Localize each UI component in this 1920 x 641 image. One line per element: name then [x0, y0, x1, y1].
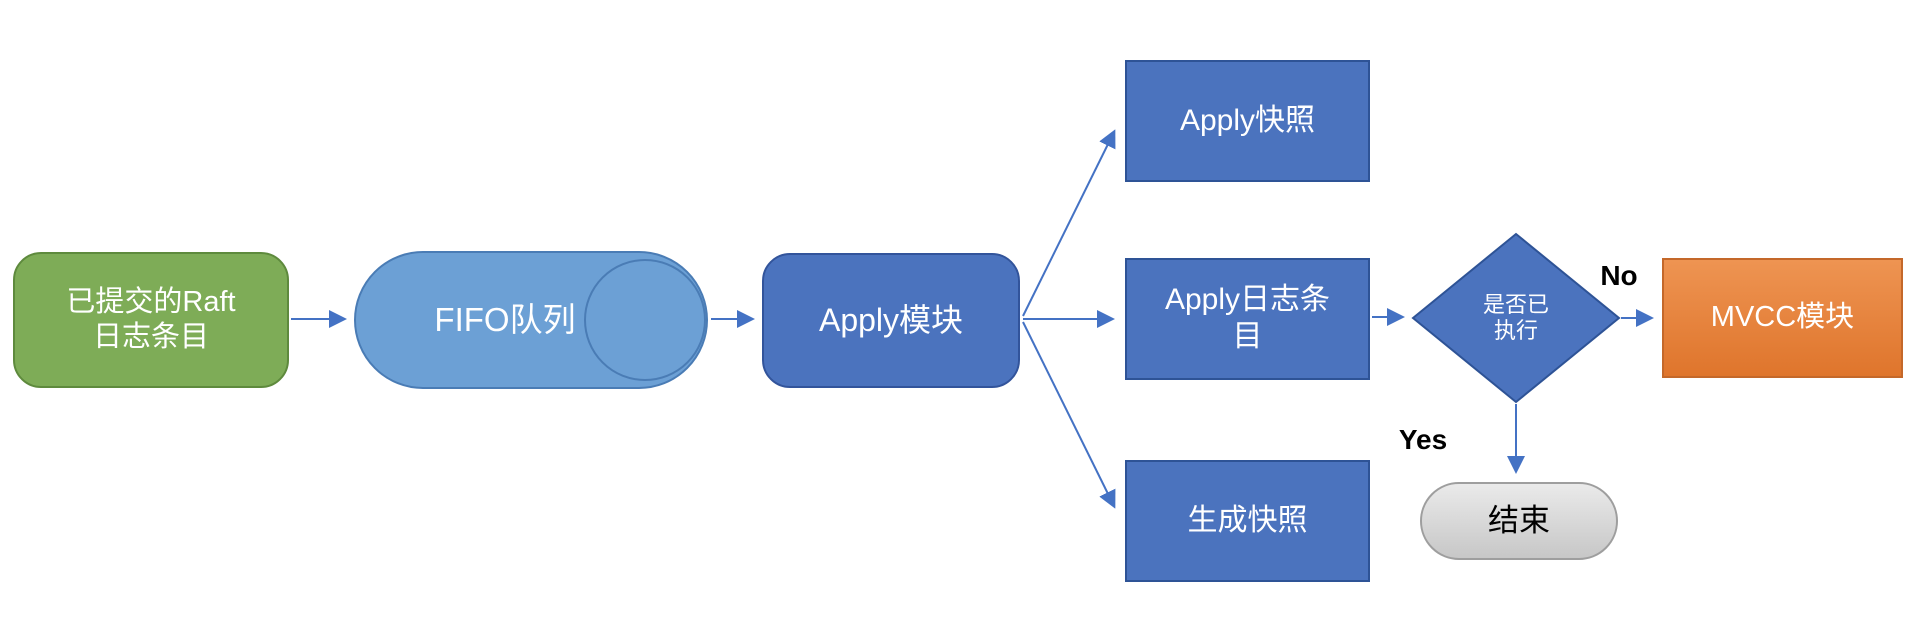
node-end: 结束: [1420, 482, 1618, 560]
node-apply-log-entries: Apply日志条 目: [1125, 258, 1370, 380]
decision-diamond-shape: [1411, 232, 1621, 404]
node-generate-snapshot: 生成快照: [1125, 460, 1370, 582]
node-apply-module-label: Apply模块: [818, 301, 964, 338]
node-committed-raft-label-line1: 已提交的Raft: [66, 285, 236, 318]
node-fifo-queue-label: FIFO队列: [434, 300, 576, 338]
node-apply-snapshot-label: Apply快照: [1179, 103, 1316, 137]
node-decision-label-line2: 执行: [1493, 318, 1538, 343]
edge-label-yes: Yes: [1398, 424, 1448, 455]
node-apply-log-entries-label-line2: 目: [1232, 320, 1263, 353]
node-committed-raft-log-entries: 已提交的Raft 日志条目: [13, 252, 289, 388]
node-mvcc-module: MVCC模块: [1662, 258, 1903, 378]
edge-label-no: No: [1600, 260, 1638, 291]
node-fifo-queue: FIFO队列: [355, 252, 655, 388]
node-apply-log-entries-label-line1: Apply日志条: [1164, 283, 1331, 317]
node-decision-label-line1: 是否已: [1482, 291, 1549, 317]
node-decision-executed: 是否已 执行: [1426, 234, 1606, 402]
node-mvcc-module-label: MVCC模块: [1710, 301, 1855, 334]
arrow-apply-to-apply-snapshot: [1022, 129, 1116, 317]
node-apply-snapshot: Apply快照: [1125, 60, 1370, 182]
node-end-label: 结束: [1488, 503, 1550, 539]
arrow-apply-to-generate-snapshot: [1022, 321, 1116, 509]
node-apply-module: Apply模块: [762, 253, 1020, 388]
node-generate-snapshot-label: 生成快照: [1187, 503, 1308, 537]
fifo-queue-cylinder-shape: [354, 251, 708, 389]
node-committed-raft-label-line2: 日志条目: [92, 321, 209, 353]
